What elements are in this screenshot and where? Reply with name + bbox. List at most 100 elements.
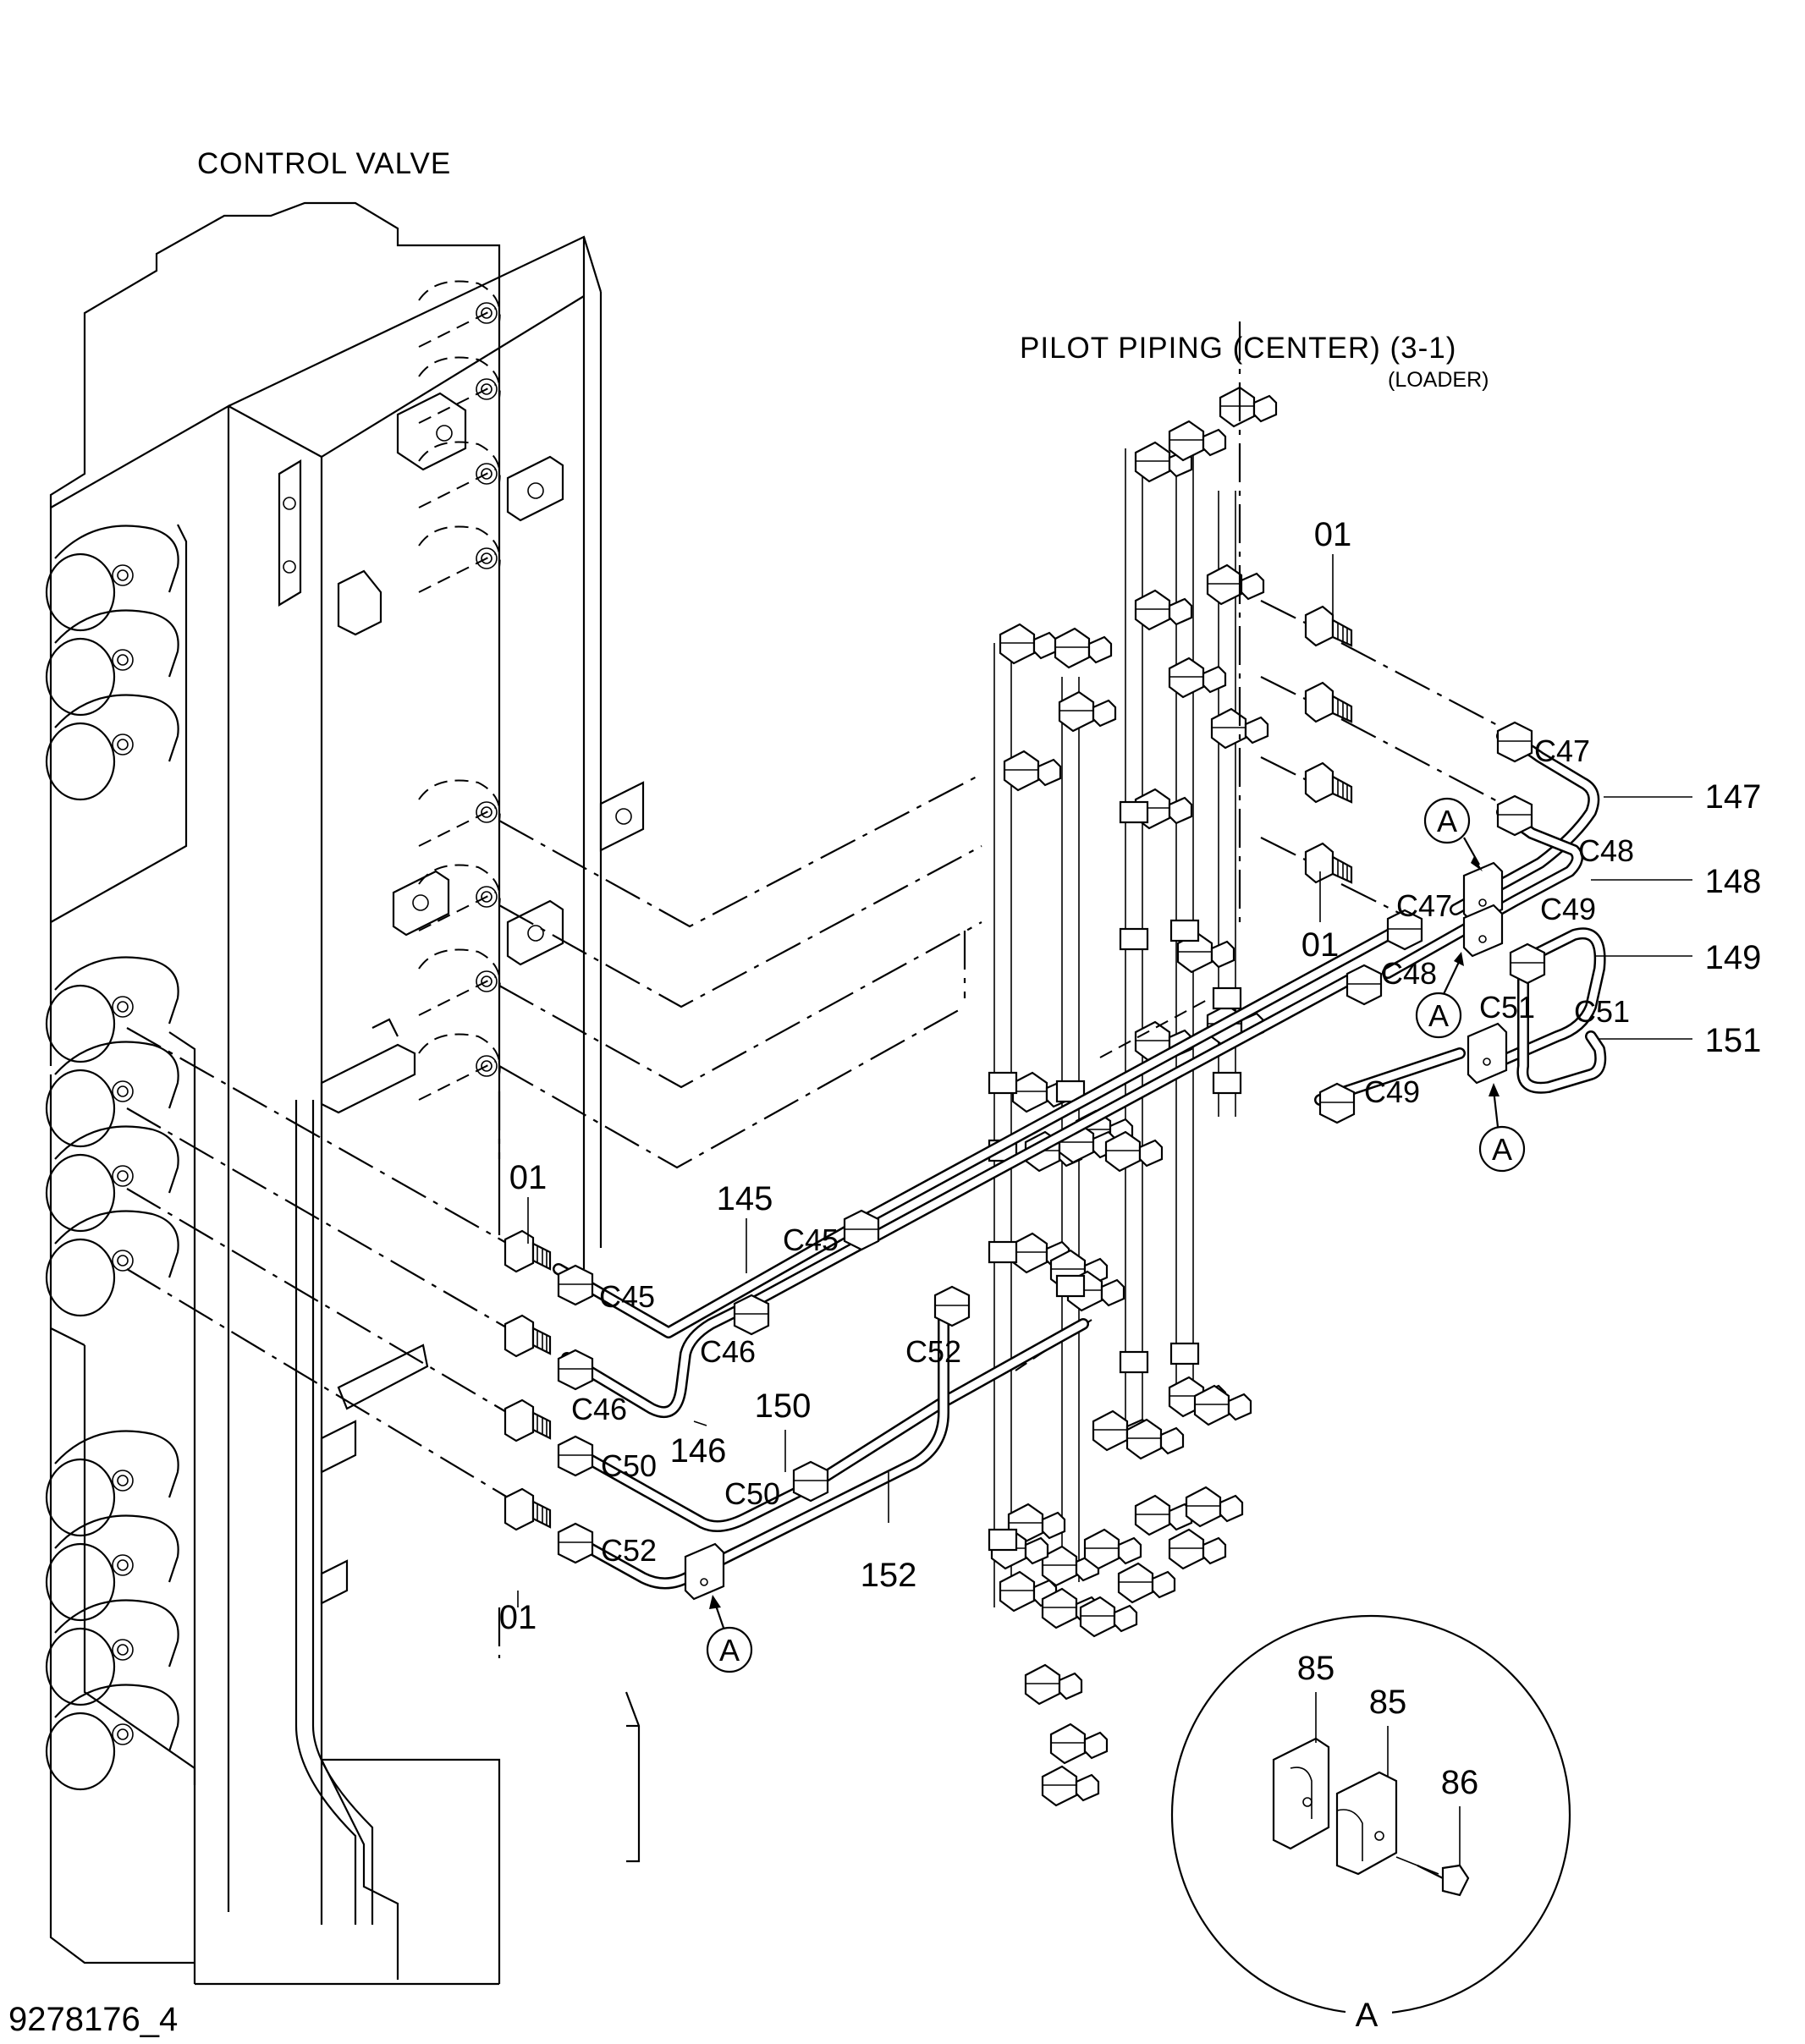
clamp-a-right xyxy=(1467,1022,1508,1085)
adapter-01 xyxy=(504,1398,552,1442)
bundle-fitting xyxy=(1049,1723,1109,1765)
adapters-01-left xyxy=(504,1229,552,1531)
detail-a-label: A xyxy=(1356,1997,1379,2034)
callout-a-3: A xyxy=(1478,1083,1526,1173)
label-149: 149 xyxy=(1705,939,1762,976)
control-valve-body xyxy=(49,201,641,1986)
bundle-fitting xyxy=(1083,1528,1142,1570)
label-151: 151 xyxy=(1705,1022,1762,1059)
adapter-01 xyxy=(504,1314,552,1358)
bundle-fitting xyxy=(1003,750,1062,792)
loader-subtitle: (LOADER) xyxy=(1388,368,1489,392)
adapter-01 xyxy=(1304,842,1353,884)
spool-cap xyxy=(45,956,179,1063)
figure-id: 9278176_4 xyxy=(8,2001,178,2038)
label-148: 148 xyxy=(1705,863,1762,900)
label-86: 86 xyxy=(1441,1764,1479,1801)
valve-port xyxy=(418,948,501,1016)
pipe-nut xyxy=(557,1522,594,1564)
pipe-151 xyxy=(1516,971,1607,1094)
pipe-145 xyxy=(553,925,1402,1338)
pipe-148 xyxy=(1382,806,1583,979)
label-c47-b: C47 xyxy=(1396,888,1452,923)
clamp-a-upper xyxy=(1462,861,1504,958)
spool-cap xyxy=(45,1041,179,1148)
label-c48-b: C48 xyxy=(1381,956,1437,991)
pipe-nut xyxy=(1496,721,1533,763)
pipe-nut xyxy=(1496,794,1533,837)
bundle-fitting xyxy=(999,623,1058,665)
valve-port xyxy=(418,356,501,424)
pipe-152 xyxy=(561,1297,949,1590)
pipe-nut xyxy=(843,1209,880,1251)
label-01-bottom: 01 xyxy=(499,1599,537,1636)
adapters-01-right xyxy=(1304,605,1353,884)
bundle-fitting xyxy=(1219,386,1278,428)
label-c47-a: C47 xyxy=(1534,734,1590,768)
pipe-nut xyxy=(1386,909,1423,951)
pipe-nut xyxy=(557,1349,594,1391)
bundle-fitting xyxy=(1168,1528,1227,1570)
label-01-top: 01 xyxy=(1314,516,1352,553)
label-c50-a: C50 xyxy=(601,1448,657,1483)
svg-text:A: A xyxy=(719,1633,740,1668)
valve-port xyxy=(418,864,501,931)
valve-port xyxy=(418,1033,501,1101)
pilot-piping-title: PILOT PIPING (CENTER) (3-1) xyxy=(1020,332,1456,365)
callout-a-1: A xyxy=(1423,797,1483,871)
label-c46-a: C46 xyxy=(700,1334,756,1369)
clamp-a-lower xyxy=(684,1542,725,1601)
label-c45-a: C45 xyxy=(599,1279,655,1314)
spool-cap xyxy=(45,525,179,632)
label-01-mid: 01 xyxy=(1301,926,1340,964)
label-c52-a: C52 xyxy=(905,1334,961,1369)
valve-brackets xyxy=(278,392,645,1605)
pipe-nut xyxy=(557,1435,594,1477)
adapter-01 xyxy=(1304,605,1353,647)
bundle-fitting xyxy=(1125,1418,1185,1460)
spool-cap xyxy=(45,1684,179,1791)
pipe-150 xyxy=(561,1318,1089,1532)
svg-text:A: A xyxy=(1437,804,1457,838)
spool-cap xyxy=(45,1210,179,1317)
spool-cap xyxy=(45,694,179,801)
adapter-01 xyxy=(504,1229,552,1273)
label-c52-b: C52 xyxy=(601,1533,657,1568)
control-valve-title: CONTROL VALVE xyxy=(197,147,451,180)
leader-lines xyxy=(517,554,1692,1607)
spool-cap xyxy=(45,1430,179,1537)
adapter-01 xyxy=(504,1487,552,1531)
bundle-fitting xyxy=(1134,589,1193,631)
valve-port xyxy=(418,441,501,508)
svg-text:A: A xyxy=(1428,998,1449,1033)
bundle-fitting xyxy=(1134,1494,1193,1536)
bundle-fitting xyxy=(1058,690,1117,733)
bundle-fitting xyxy=(1206,563,1265,606)
label-c49-a: C49 xyxy=(1540,892,1596,926)
spool-cap xyxy=(45,1599,179,1706)
label-146: 146 xyxy=(670,1432,727,1470)
bundle-fitting xyxy=(1193,1384,1252,1426)
callout-a-4: A xyxy=(706,1595,753,1673)
pipe-nut xyxy=(933,1285,971,1327)
valve-port xyxy=(418,280,501,348)
valve-port xyxy=(418,525,501,593)
svg-text:A: A xyxy=(1492,1132,1512,1167)
pipe-nut xyxy=(1509,942,1546,985)
label-c48-a: C48 xyxy=(1578,833,1634,868)
adapter-01 xyxy=(1304,761,1353,804)
spool-cap xyxy=(45,1514,179,1622)
label-85-a: 85 xyxy=(1297,1650,1335,1687)
spool-cap xyxy=(45,1125,179,1233)
label-c49-b: C49 xyxy=(1364,1074,1420,1109)
bundle-fitting xyxy=(1079,1596,1138,1638)
pipe-nut xyxy=(733,1294,770,1336)
label-c45-b: C45 xyxy=(783,1223,839,1257)
bundle-fitting xyxy=(1168,420,1227,462)
bundle-fitting xyxy=(1024,1663,1083,1706)
bundle-fitting xyxy=(1117,1562,1176,1604)
valve-port xyxy=(418,779,501,847)
label-c50-b: C50 xyxy=(724,1476,780,1511)
bundle-fitting xyxy=(1210,707,1269,750)
